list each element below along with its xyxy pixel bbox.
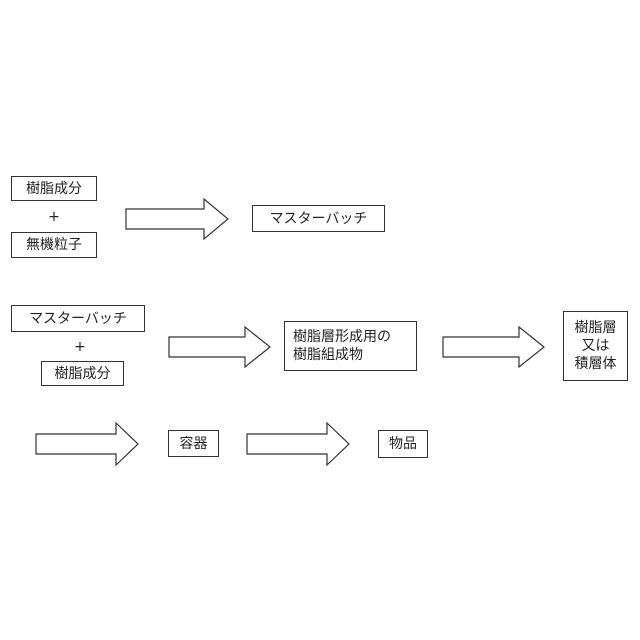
arrow-right-icon: [36, 422, 140, 466]
resin-composition-box: 樹脂層形成用の 樹脂組成物: [284, 321, 417, 371]
article-box: 物品: [378, 430, 428, 458]
resin-component-label: 樹脂成分: [55, 365, 111, 383]
inorganic-particles-label: 無機粒子: [26, 236, 82, 254]
plus-sign: +: [70, 340, 90, 354]
masterbatch-box: マスターバッチ: [252, 205, 385, 232]
masterbatch-label: マスターバッチ: [270, 210, 368, 228]
or-label: 又は: [582, 337, 610, 355]
article-label: 物品: [389, 435, 417, 453]
resin-composition-line-1: 樹脂層形成用の: [293, 328, 391, 346]
resin-composition-line-2: 樹脂組成物: [293, 346, 363, 364]
plus-sign: +: [44, 210, 64, 224]
resin-component-box: 樹脂成分: [41, 361, 124, 386]
arrow-right-icon: [126, 198, 230, 240]
resin-layer-or-laminate-box: 樹脂層 又は 積層体: [563, 311, 628, 381]
resin-layer-label: 樹脂層: [575, 319, 617, 337]
laminate-label: 積層体: [575, 355, 617, 373]
arrow-right-icon: [247, 422, 351, 466]
container-box: 容器: [168, 430, 219, 457]
masterbatch-input-box: マスターバッチ: [11, 305, 145, 332]
inorganic-particles-box: 無機粒子: [11, 232, 97, 258]
container-label: 容器: [180, 435, 208, 453]
resin-component-label: 樹脂成分: [26, 180, 82, 198]
masterbatch-input-label: マスターバッチ: [29, 310, 127, 328]
arrow-right-icon: [169, 326, 273, 368]
resin-component-box: 樹脂成分: [11, 176, 97, 201]
arrow-right-icon: [443, 326, 547, 368]
